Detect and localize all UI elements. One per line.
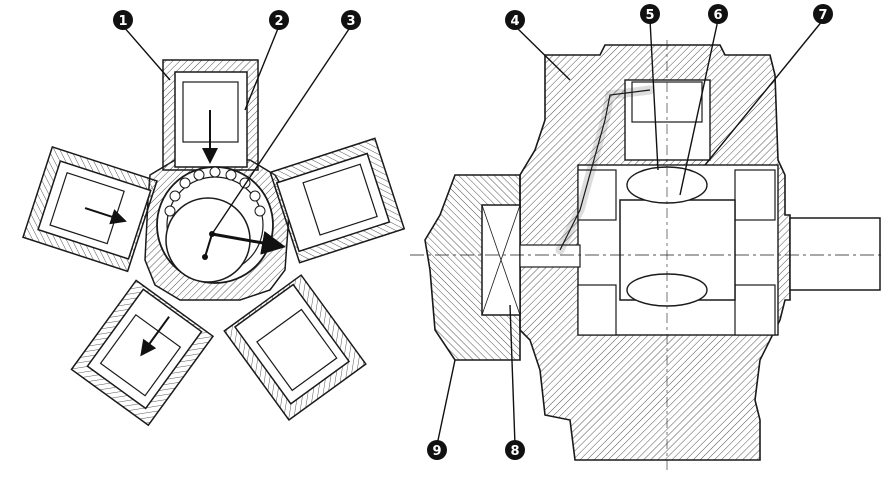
callout-7-label: 7: [818, 8, 827, 23]
callout-9: 9: [427, 440, 447, 460]
valve-drive-shaft: [519, 244, 581, 268]
callout-8-label: 8: [510, 444, 519, 459]
callout-1-label: 1: [118, 14, 127, 29]
callout-6-label: 6: [713, 8, 722, 23]
axial-section-view: [410, 40, 885, 470]
cylinder-lower-right: [223, 274, 367, 421]
callout-4: 4: [505, 10, 525, 30]
cylinder-left: [22, 145, 158, 273]
callout-6: 6: [708, 4, 728, 24]
callout-9-label: 9: [432, 444, 441, 459]
cylinder-lower-left: [70, 279, 215, 427]
callout-3: 3: [341, 10, 361, 30]
callout-3-label: 3: [346, 14, 355, 29]
callout-5: 5: [640, 4, 660, 24]
callout-4-label: 4: [510, 14, 519, 29]
bearing-rear-lower: [734, 284, 776, 336]
bearing-rear: [734, 169, 776, 221]
callout-1: 1: [113, 10, 133, 30]
callout-2-label: 2: [274, 14, 283, 29]
callout-leaders: [122, 19, 824, 446]
callout-8: 8: [505, 440, 525, 460]
callout-7: 7: [813, 4, 833, 24]
roller-bearing-rollers: [164, 166, 266, 217]
output-shaft: [789, 217, 881, 291]
callout-2: 2: [269, 10, 289, 30]
callout-5-label: 5: [645, 8, 654, 23]
cylinder-top: [162, 59, 259, 171]
eccentric-shaft: [156, 166, 286, 284]
radial-section-view: [22, 59, 406, 427]
cylinder-right: [269, 137, 406, 264]
bearing-front-lower: [577, 284, 617, 336]
